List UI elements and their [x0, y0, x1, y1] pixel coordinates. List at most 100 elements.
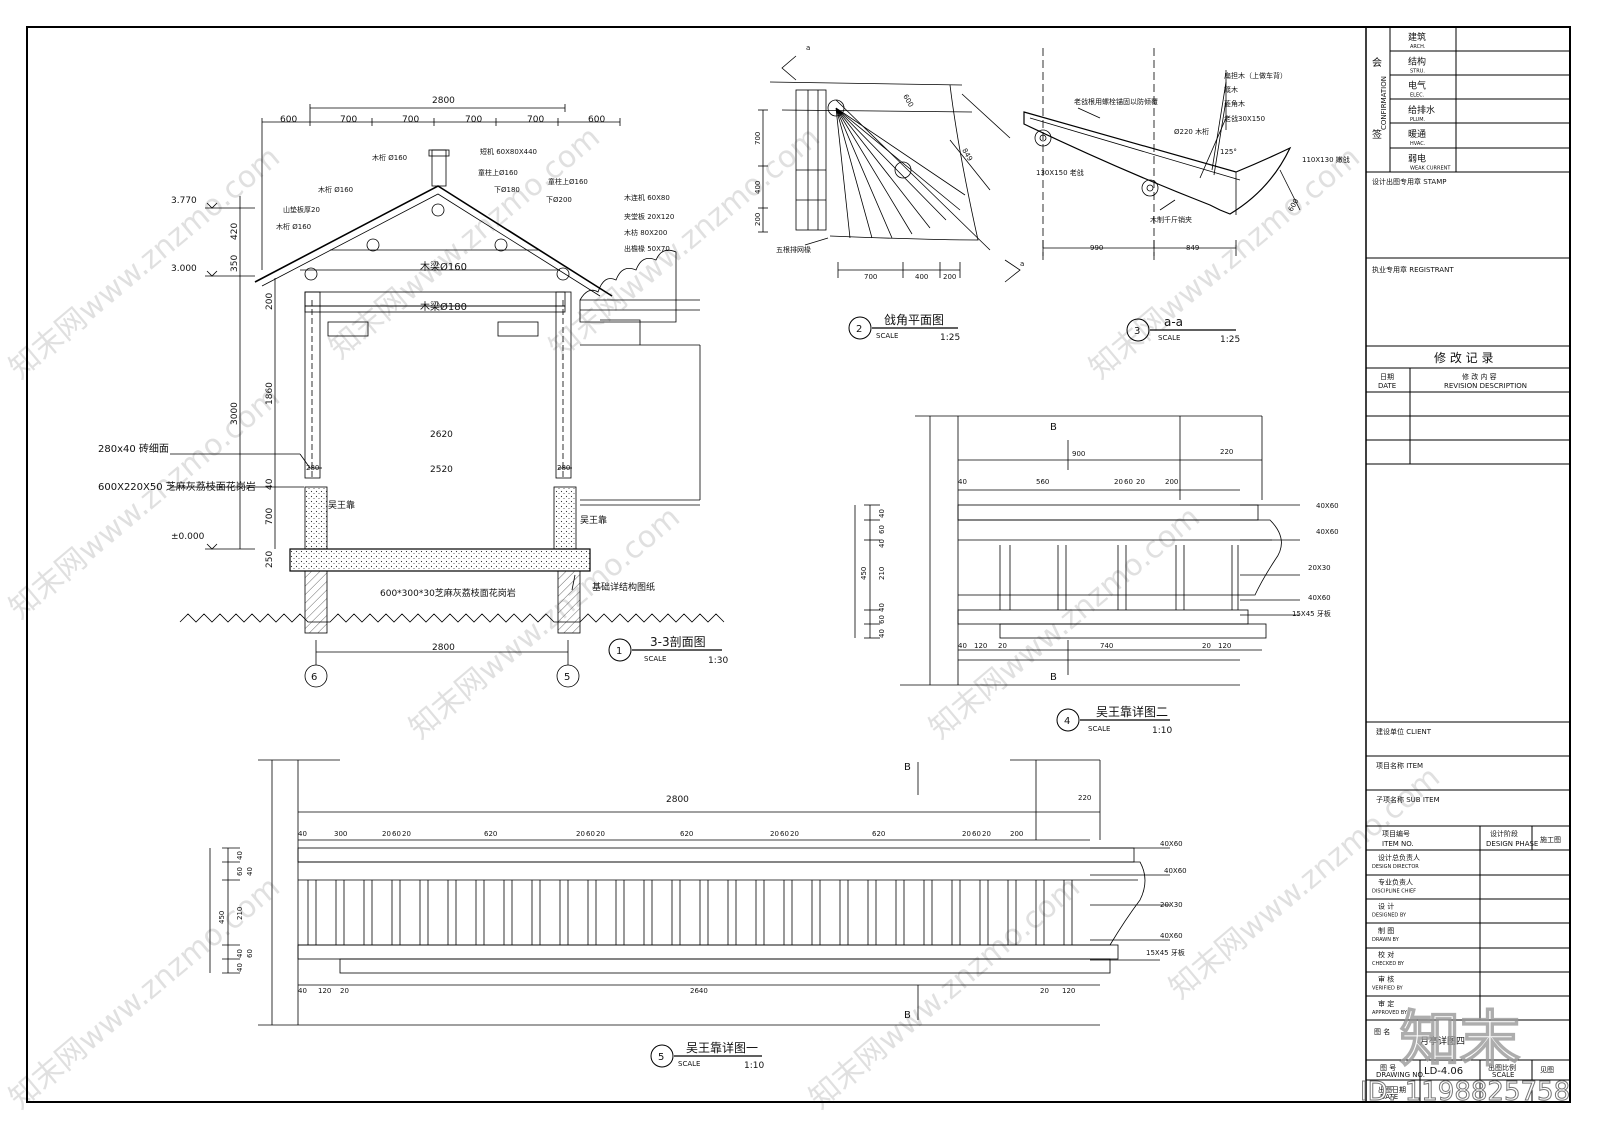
brand-logo: 知末 [1400, 1005, 1520, 1075]
dim-text: 2800 [666, 795, 689, 805]
dim-text: 60 [972, 830, 981, 838]
drawing-no: LD-4.06 [1424, 1066, 1463, 1077]
callout: 吴王靠 [580, 514, 607, 526]
dim-text: 20 [382, 830, 391, 838]
scale-label: SCALE [876, 332, 898, 340]
section-mark: B [904, 762, 911, 773]
drawing-name: 月亭详图四 [1420, 1035, 1465, 1047]
dim-text: 600 [588, 115, 605, 125]
scale-label: SCALE [1088, 725, 1110, 733]
discipline-label-en: STRU. [1410, 68, 1425, 74]
dim-text: 40 [236, 851, 244, 860]
dim-text: 40 [298, 830, 307, 838]
discipline-label-en: HVAC. [1410, 141, 1426, 147]
role-label: 审 定 [1378, 999, 1394, 1008]
callout: 五根排网椽 [776, 245, 811, 254]
scale-value-tb: 见图 [1540, 1066, 1554, 1074]
callout: 280x40 砖细面 [98, 442, 169, 455]
section-mark: a [1020, 260, 1024, 268]
view-number: 5 [658, 1052, 664, 1063]
aa-section-text: 扁担木（上做车背） 箴木 菱角木 老戗30X150 老戗根用螺栓锚固以防倾覆 Ø… [1036, 71, 1350, 252]
dim-text: 700 [265, 508, 275, 525]
scale-value: 1:10 [744, 1061, 764, 1071]
role-label: 制 图 [1378, 926, 1394, 935]
dim-text: 210 [878, 567, 886, 580]
revision-title: 修 改 记 录 [1434, 350, 1493, 365]
dim-text: 849 [1186, 244, 1199, 252]
discipline-label: 弱电 [1408, 153, 1426, 165]
discipline-label: 电气 [1408, 80, 1426, 92]
callout: 下Ø180 [494, 186, 520, 194]
callout: 下Ø200 [546, 196, 572, 204]
aa-section [1023, 48, 1301, 260]
dim-text: 600 [901, 93, 915, 109]
dim-text: 120 [1062, 987, 1075, 995]
dim-text: 620 [484, 830, 497, 838]
confirm-label: 会 [1372, 56, 1382, 69]
callout: 40X60 [1160, 840, 1183, 848]
bench-detail-2 [854, 415, 1300, 686]
scale-label: SCALE [1158, 334, 1180, 342]
brand-watermark: 知末 ID: 1198825758 [1360, 1004, 1571, 1107]
bench-detail-1 [209, 759, 1170, 1026]
discipline-label: 建筑 [1408, 31, 1426, 43]
callout: 短机 60X80X440 [480, 147, 537, 156]
dim-text: 20 [1136, 478, 1145, 486]
level-label: 3.770 [171, 196, 197, 206]
watermark-text: 知末网www.znzmo.com [3, 140, 287, 386]
dim-text: 40 [878, 603, 886, 612]
callout: 木制千斤销夹 [1150, 215, 1192, 224]
callout: 40X60 [1160, 932, 1183, 940]
role-label: 设 计 [1378, 902, 1394, 911]
dim-text: 60 [878, 615, 886, 624]
dim-text: 450 [218, 911, 226, 924]
discipline-label-en: PLUM. [1410, 117, 1426, 123]
title-block-text: 会 CONFIRMATION 签 设计出图专用章 STAMP 执业专用章 REG… [1372, 56, 1561, 1101]
view-label-4: 4 吴王靠详图二 SCALE 1:10 [1056, 704, 1172, 736]
dim-text: 350 [230, 255, 240, 272]
callout: 箴木 [1224, 85, 1238, 94]
dim-text: 250 [265, 551, 275, 568]
corner-plan [758, 55, 1021, 283]
title-block [1365, 27, 1570, 1102]
dim-text: 40 [298, 987, 307, 995]
dim-text: 120 [1218, 642, 1231, 650]
dim-text: 20 [770, 830, 779, 838]
discipline-label-en: ARCH. [1410, 44, 1426, 50]
phase-en: DESIGN PHASE [1486, 840, 1538, 848]
axis-label: 5 [564, 672, 570, 683]
dim-text: 700 [754, 132, 762, 145]
dim-text: 40 [878, 509, 886, 518]
view-label-3: 3 a-a SCALE 1:25 [1126, 315, 1240, 345]
dim-text: 900 [1072, 450, 1085, 458]
bench-detail-2-text: B B 900 220 40 560 20 60 20 200 450 40 6… [860, 422, 1339, 683]
callout: 木梁Ø160 [420, 260, 467, 273]
role-label-en: VERIFIED BY [1372, 986, 1404, 992]
dim-text: 40 [878, 539, 886, 548]
dim-text: 400 [754, 181, 762, 194]
watermark-text: 知末网www.znzmo.com [3, 380, 287, 626]
discipline-label: 暖通 [1408, 128, 1426, 140]
dim-text: 40 [265, 478, 275, 490]
dim-text: 280 [557, 464, 570, 472]
callout: 童柱上Ø160 [548, 177, 588, 186]
section-3-3 [170, 104, 725, 688]
dim-text: 700 [402, 115, 419, 125]
discipline-label: 结构 [1408, 55, 1426, 67]
watermark-layer: 知末网www.znzmo.com 知末网www.znzmo.com 知末网www… [3, 120, 1447, 1116]
level-label: ±0.000 [171, 532, 205, 542]
view-label-2: 2 戗角平面图 SCALE 1:25 [848, 313, 960, 343]
watermark-text: 知末网www.znzmo.com [403, 500, 687, 746]
drawing-name-label: 图 名 [1374, 1027, 1390, 1036]
view-title: 吴王靠详图二 [1096, 704, 1168, 719]
dim-text: 20 [1114, 478, 1123, 486]
watermark-text: 知末网www.znzmo.com [1083, 140, 1367, 386]
callout: 基础详结构图纸 [592, 581, 655, 593]
dim-text: 40 [236, 949, 244, 958]
rev-date-en: DATE [1378, 382, 1396, 390]
section-mark: B [1050, 672, 1057, 683]
dim-text: 740 [1100, 642, 1113, 650]
angle-label: 125° [1220, 148, 1237, 156]
dim-text: 3000 [230, 402, 240, 425]
